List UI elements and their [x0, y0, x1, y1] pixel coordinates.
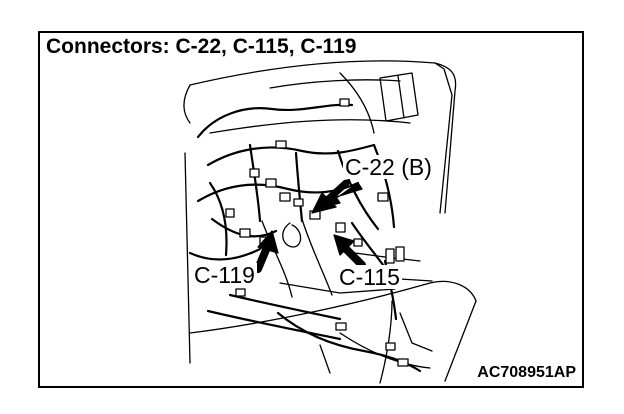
- wiring-harness: [188, 103, 422, 373]
- figure-code: AC708951AP: [477, 364, 576, 381]
- callout-label-c115: C-115: [337, 264, 402, 290]
- callout-arrows: [254, 179, 366, 273]
- floor-panel: [189, 280, 477, 384]
- diagram-title: Connectors: C-22, C-115, C-119: [46, 35, 361, 59]
- dashboard-wiring-drawing: [183, 60, 477, 384]
- diagram-frame: Connectors: C-22, C-115, C-119 C-22 (B) …: [38, 31, 584, 388]
- dashboard-outline: [183, 60, 457, 364]
- callout-label-c22: C-22 (B): [343, 154, 434, 180]
- callout-label-c119: C-119: [192, 262, 257, 288]
